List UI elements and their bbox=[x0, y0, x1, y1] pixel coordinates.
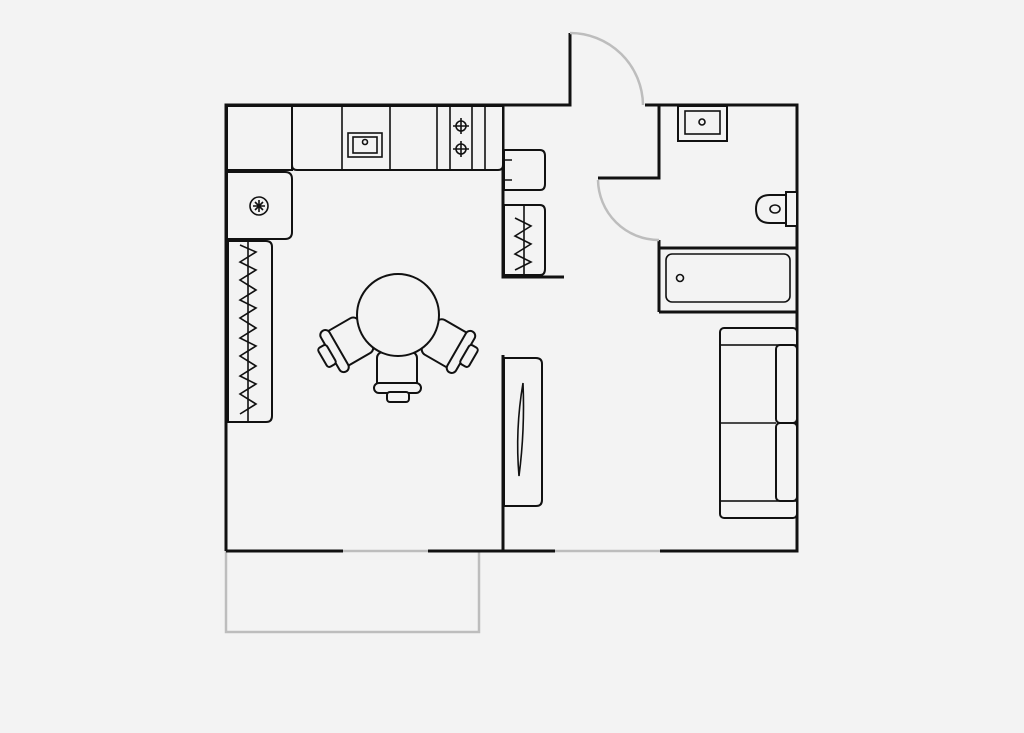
stove-burners-icon bbox=[453, 118, 469, 157]
bathroom-sink bbox=[677, 105, 728, 142]
bathroom-door-swing[interactable] bbox=[596, 179, 660, 242]
refrigerator bbox=[226, 171, 293, 240]
kitchen-sink bbox=[347, 132, 383, 158]
entrance-door-swing[interactable] bbox=[569, 31, 645, 106]
hall-cabinet bbox=[503, 149, 546, 191]
wardrobe bbox=[503, 357, 543, 507]
balcony bbox=[224, 551, 481, 634]
bathtub bbox=[665, 253, 791, 303]
left-sofa bbox=[227, 240, 273, 423]
kitchen-counter bbox=[226, 105, 504, 171]
dining-table bbox=[317, 273, 479, 403]
shoe-rack bbox=[503, 204, 546, 276]
toilet bbox=[754, 191, 798, 227]
right-sofa bbox=[719, 327, 798, 519]
